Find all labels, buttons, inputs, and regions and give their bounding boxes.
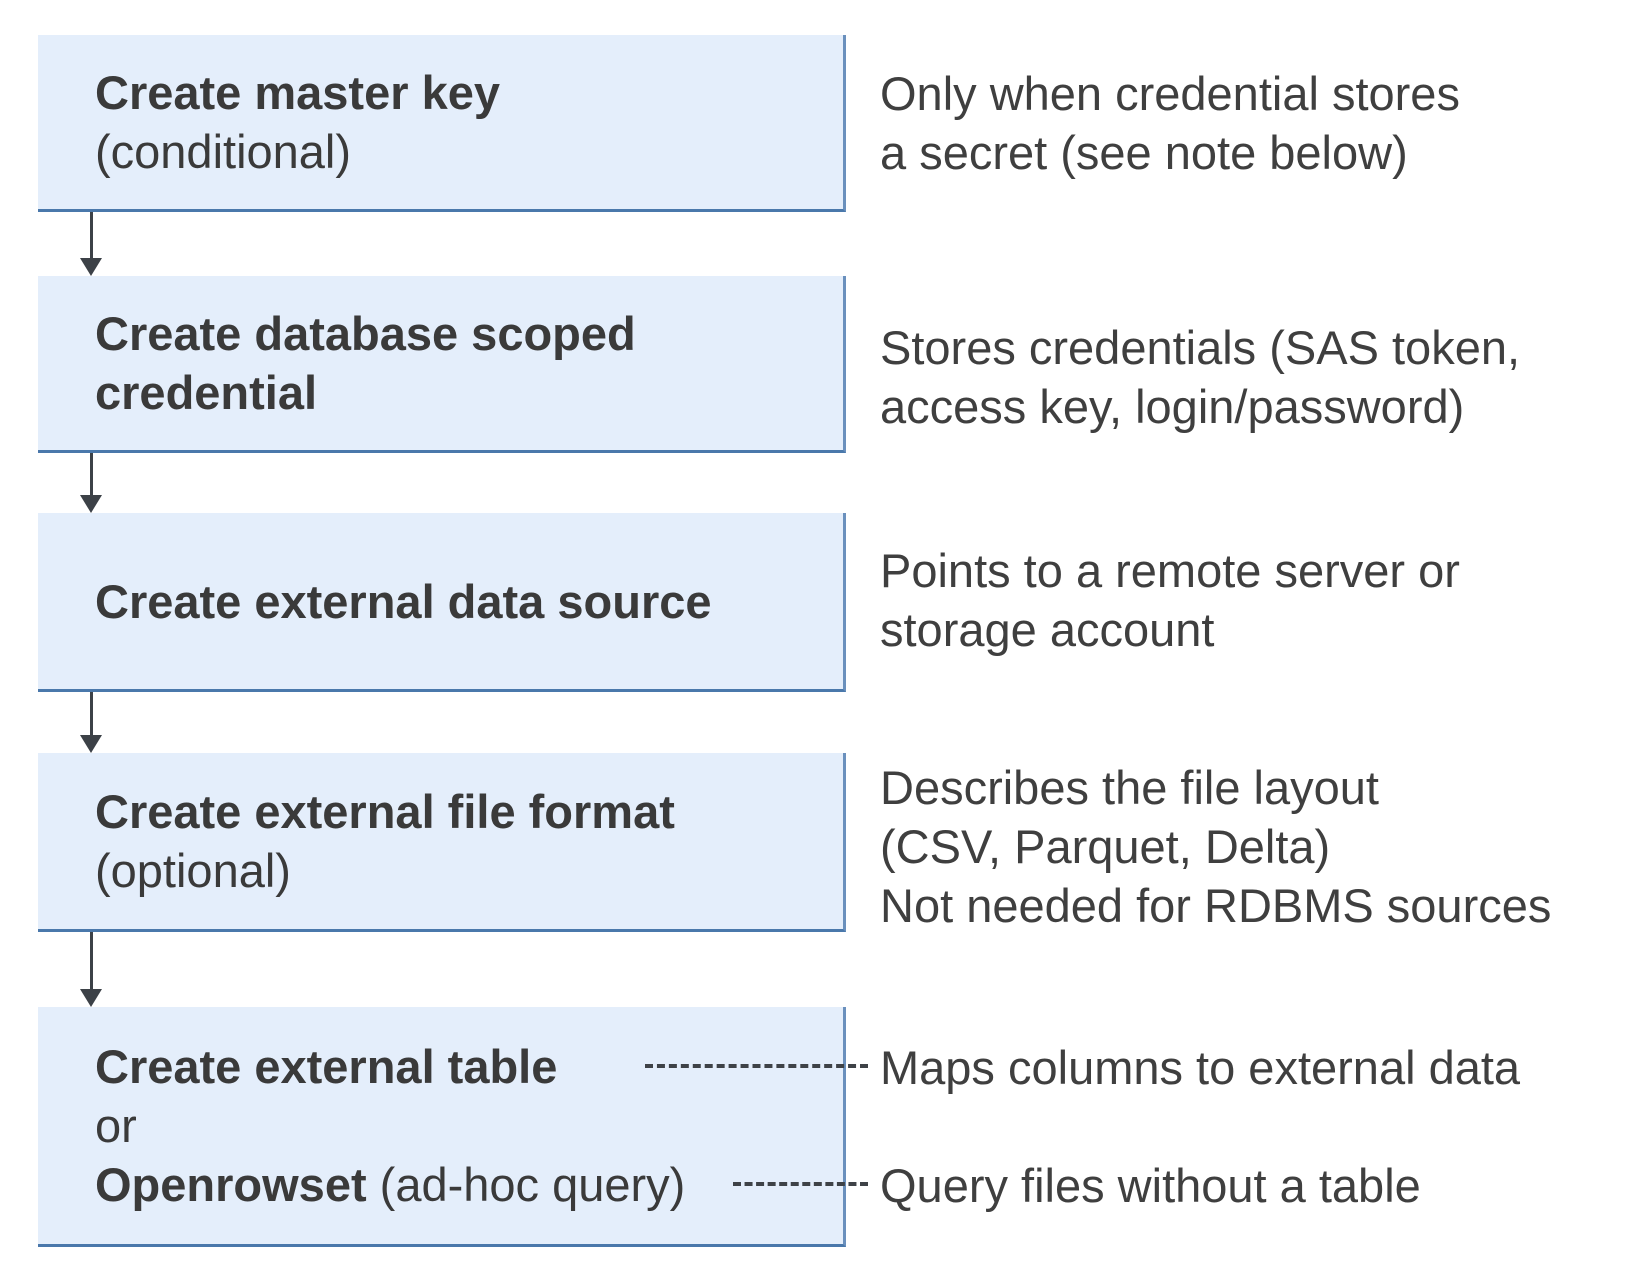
note-data-source: Points to a remote server or storage acc… — [880, 541, 1460, 659]
step-create-database-scoped-credential: Create database scoped credential — [38, 276, 846, 453]
box-title-line: Create external data source — [95, 572, 827, 631]
arrow-down-icon — [80, 735, 102, 753]
step-create-external-file-format: Create external file format (optional) — [38, 753, 846, 932]
title-normal-segment: (ad-hoc query) — [366, 1158, 686, 1211]
note-line: Not needed for RDBMS sources — [880, 879, 1552, 932]
box-title-line: (optional) — [95, 841, 827, 900]
title-bold-segment: Create master key — [95, 66, 500, 119]
title-bold-segment: Openrowset — [95, 1158, 367, 1211]
box-title-line: Openrowset (ad-hoc query) — [95, 1155, 827, 1214]
note-line: a secret (see note below) — [880, 126, 1408, 179]
step-create-master-key: Create master key (conditional) — [38, 35, 846, 212]
title-normal-segment: (conditional) — [95, 125, 352, 178]
flow-arrow-stem-4 — [90, 932, 93, 989]
box-title-line: credential — [95, 363, 827, 422]
box-title-line: Create external table — [95, 1037, 827, 1096]
step-create-external-data-source: Create external data source — [38, 513, 846, 692]
box-title-line: Create external file format — [95, 782, 827, 841]
box-title-line: Create database scoped — [95, 304, 827, 363]
step-create-external-table-or-openrowset: Create external table or Openrowset (ad-… — [38, 1007, 846, 1247]
title-normal-segment: or — [95, 1099, 137, 1152]
flow-arrow-stem-2 — [90, 453, 93, 495]
note-master-key: Only when credential stores a secret (se… — [880, 64, 1460, 182]
note-credential: Stores credentials (SAS token, access ke… — [880, 318, 1520, 436]
note-line: storage account — [880, 603, 1215, 656]
title-bold-segment: Create external file format — [95, 785, 675, 838]
box-title-line: (conditional) — [95, 122, 827, 181]
note-line: Stores credentials (SAS token, — [880, 321, 1521, 374]
title-bold-segment: credential — [95, 366, 318, 419]
arrow-down-icon — [80, 989, 102, 1007]
title-bold-segment: Create external data source — [95, 574, 712, 628]
note-line: access key, login/password) — [880, 380, 1465, 433]
title-bold-segment: Create external table — [95, 1040, 558, 1093]
note-line: Only when credential stores — [880, 67, 1460, 120]
note-line: Points to a remote server or — [880, 544, 1460, 597]
note-external-table: Maps columns to external data — [880, 1038, 1520, 1097]
note-openrowset: Query files without a table — [880, 1156, 1421, 1215]
title-normal-segment: (optional) — [95, 844, 291, 897]
box-title-line: or — [95, 1096, 827, 1155]
note-line: Query files without a table — [880, 1159, 1421, 1212]
dashed-connector-external-table — [645, 1064, 868, 1068]
note-file-format: Describes the file layout (CSV, Parquet,… — [880, 758, 1551, 935]
note-line: Maps columns to external data — [880, 1041, 1521, 1094]
note-line: Describes the file layout — [880, 761, 1379, 814]
dashed-connector-openrowset — [733, 1182, 868, 1186]
arrow-down-icon — [80, 258, 102, 276]
flow-arrow-stem-1 — [90, 212, 93, 258]
flow-arrow-stem-3 — [90, 692, 93, 735]
box-title-line: Create master key — [95, 63, 827, 122]
note-line: (CSV, Parquet, Delta) — [880, 820, 1331, 873]
title-bold-segment: Create database scoped — [95, 307, 636, 360]
arrow-down-icon — [80, 495, 102, 513]
